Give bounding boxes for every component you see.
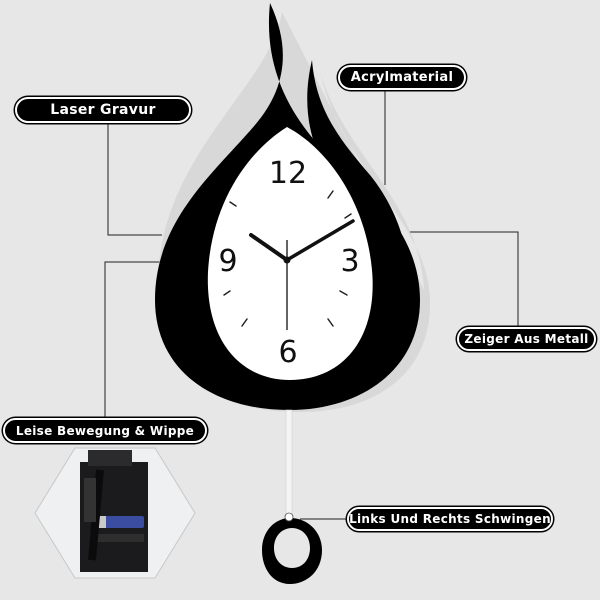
movement-top — [88, 450, 132, 466]
pendulum-bob — [262, 518, 322, 584]
numeral-3: 3 — [340, 244, 359, 279]
numeral-12: 12 — [269, 156, 307, 191]
battery-slot — [90, 534, 144, 542]
label-leise-bewegung: Leise Bewegung & Wippe — [3, 418, 207, 443]
label-acrylmaterial: Acrylmaterial — [338, 65, 466, 90]
leader-laser — [107, 122, 162, 236]
tick-marks — [223, 190, 352, 327]
battery-cap — [96, 516, 106, 528]
hour-hand — [249, 233, 289, 262]
label-laser-gravur: Laser Gravur — [15, 97, 191, 123]
leader-leise — [104, 261, 160, 418]
leader-zeiger — [410, 231, 519, 327]
leader-lines — [104, 90, 519, 520]
clock-body-right — [307, 60, 411, 300]
numeral-9: 9 — [218, 244, 237, 279]
minute-hand — [285, 219, 355, 262]
numeral-6: 6 — [278, 335, 297, 370]
pendulum-rod — [285, 409, 293, 523]
dial-face — [207, 127, 373, 380]
hand-hub — [283, 256, 291, 264]
movement-side — [84, 478, 96, 522]
pendulum-pin — [284, 512, 294, 522]
movement-inset — [34, 447, 196, 579]
label-zeiger-aus-metall: Zeiger Aus Metall — [457, 327, 596, 351]
battery — [96, 516, 144, 528]
label-links-rechts-schwingen: Links Und Rechts Schwingen — [347, 507, 553, 531]
